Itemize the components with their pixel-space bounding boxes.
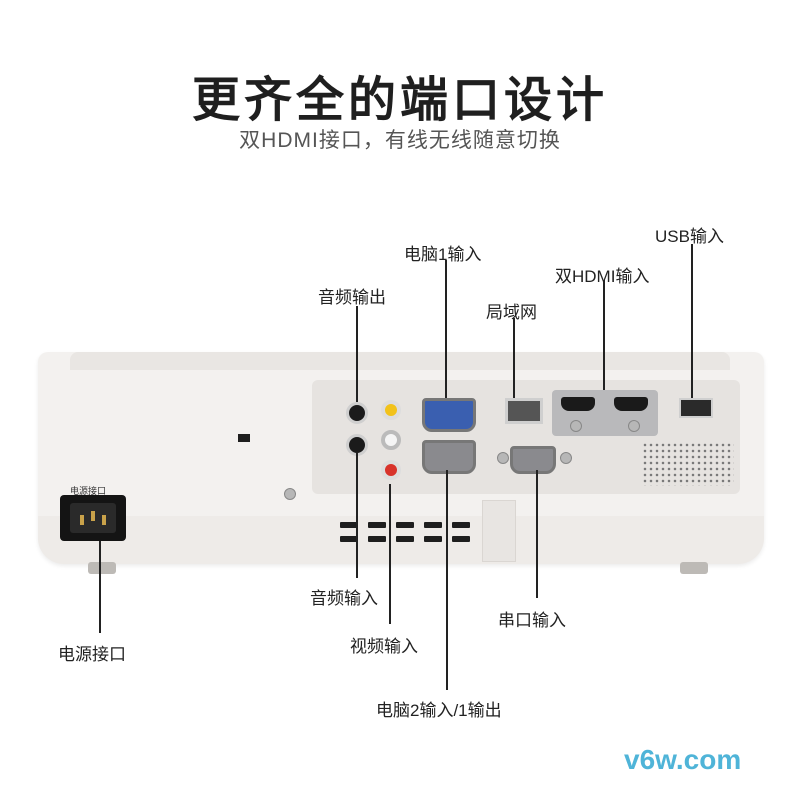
hdmi-screw-2 (628, 420, 640, 432)
power-pin (80, 515, 84, 525)
lan-label: 局域网 (486, 303, 537, 322)
lan-callout-line (513, 318, 515, 398)
vent-slot (340, 536, 358, 542)
power-pin (102, 515, 106, 525)
center-foot-housing (482, 500, 516, 562)
pc2-in-pc1-out-label: 电脑2输入/1输出 (376, 701, 502, 720)
usb-port (679, 398, 713, 418)
vga-pc1-in-port (422, 398, 476, 432)
vent-slot (396, 536, 414, 542)
rca-video-yellow (381, 400, 401, 420)
lan-port (505, 398, 543, 424)
vent-slot (452, 522, 470, 528)
pc1-callout-line (445, 260, 447, 398)
vent-slot (368, 522, 386, 528)
serial-port (510, 446, 556, 474)
rca-audio-red (381, 460, 401, 480)
watermark: v6w.com (624, 744, 742, 775)
vent-slot (452, 536, 470, 542)
audio-out-callout-line (356, 306, 358, 402)
projector-foot-right (680, 562, 708, 574)
audio-in-callout-line (356, 453, 358, 578)
power-callout-line (99, 541, 101, 633)
projector-top-edge (70, 352, 730, 370)
power-plate-label: 电源接口 (70, 486, 107, 496)
serial-in-label: 串口输入 (498, 611, 566, 630)
hdmi-port-2 (614, 397, 648, 411)
projector-foot-left (88, 562, 116, 574)
audio-out-label: 音频输出 (318, 288, 386, 307)
audio-out-jack (346, 402, 368, 424)
rca-audio-white (381, 430, 401, 450)
usb-callout-line (691, 244, 693, 398)
kensington-lock-slot (238, 434, 250, 442)
vent-slot (340, 522, 358, 528)
case-screw (284, 488, 296, 500)
serial-callout-line (536, 470, 538, 598)
audio-in-label: 音频输入 (310, 589, 378, 608)
vent-slot (396, 522, 414, 528)
video-in-label: 视频输入 (350, 637, 418, 656)
vga-pc2-in-port (422, 440, 476, 474)
pc2-callout-line (446, 470, 448, 690)
power-port-label: 电源接口 (58, 645, 126, 664)
hdmi-callout-line (603, 280, 605, 390)
page-subtitle: 双HDMI接口，有线无线随意切换 (239, 129, 561, 152)
usb-in-label: USB输入 (655, 227, 724, 246)
vent-slot (368, 536, 386, 542)
video-in-callout-line (389, 484, 391, 624)
pc1-in-label: 电脑1输入 (404, 245, 482, 264)
vent-grid (642, 442, 734, 486)
serial-screw-left (497, 452, 509, 464)
power-pin (91, 511, 95, 521)
serial-screw-right (560, 452, 572, 464)
vent-slot (424, 522, 442, 528)
dual-hdmi-in-label: 双HDMI输入 (555, 267, 650, 286)
vent-slot (424, 536, 442, 542)
hdmi-port-1 (561, 397, 595, 411)
hdmi-screw-1 (570, 420, 582, 432)
page-title: 更齐全的端口设计 (191, 74, 608, 127)
